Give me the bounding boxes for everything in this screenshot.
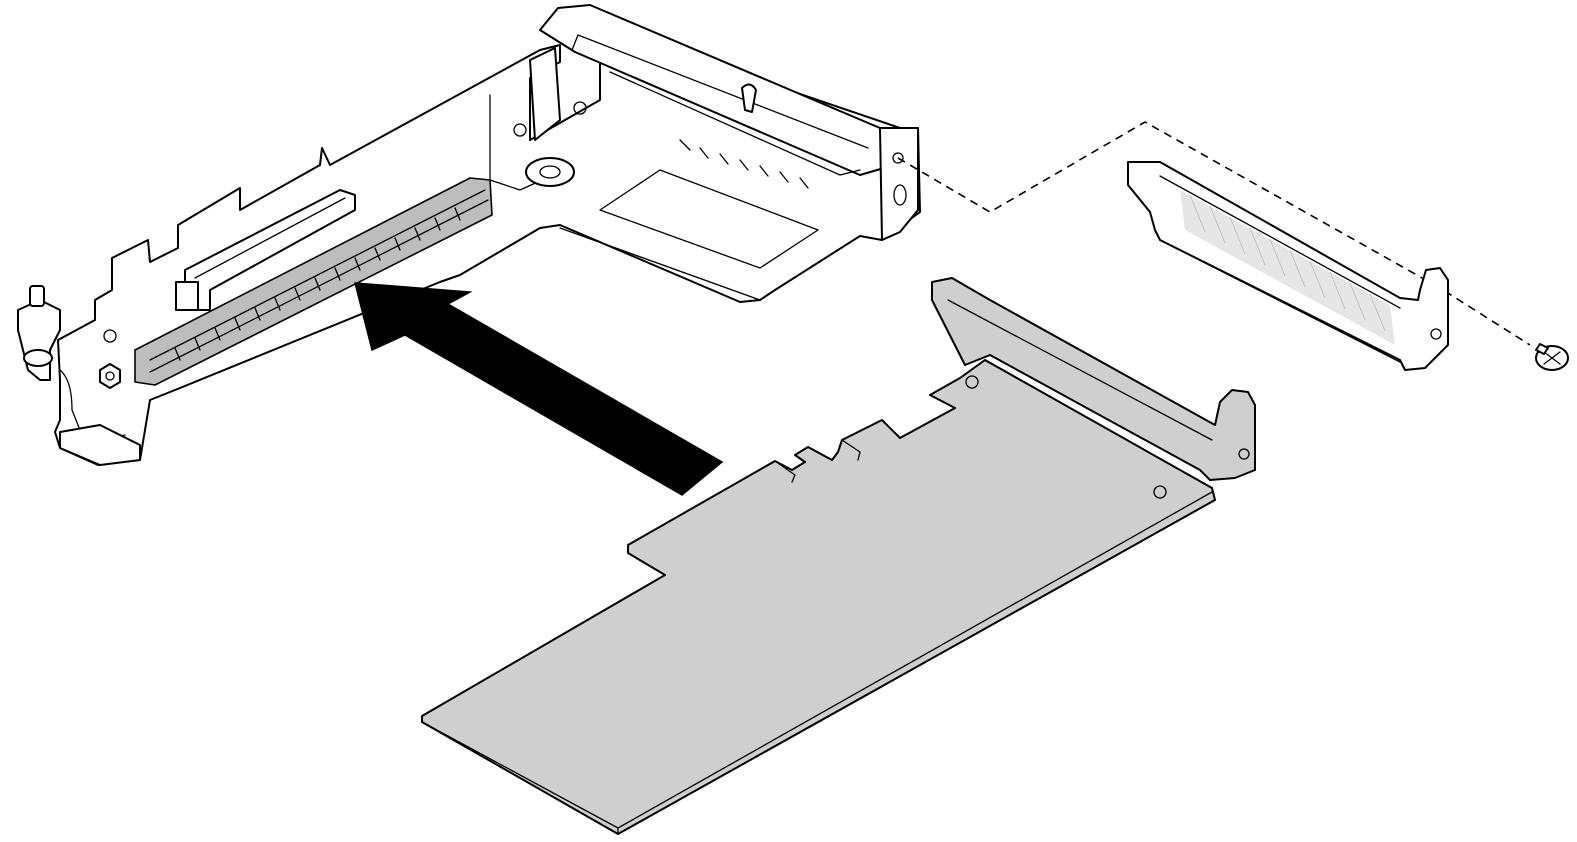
slot-bracket	[1127, 161, 1449, 371]
guide-line	[897, 121, 1531, 346]
arrow-icon	[354, 282, 724, 496]
adapter-card	[421, 277, 1256, 835]
riser-cage	[17, 4, 921, 466]
pcie-slot	[134, 177, 493, 386]
screw-icon	[1535, 343, 1569, 371]
